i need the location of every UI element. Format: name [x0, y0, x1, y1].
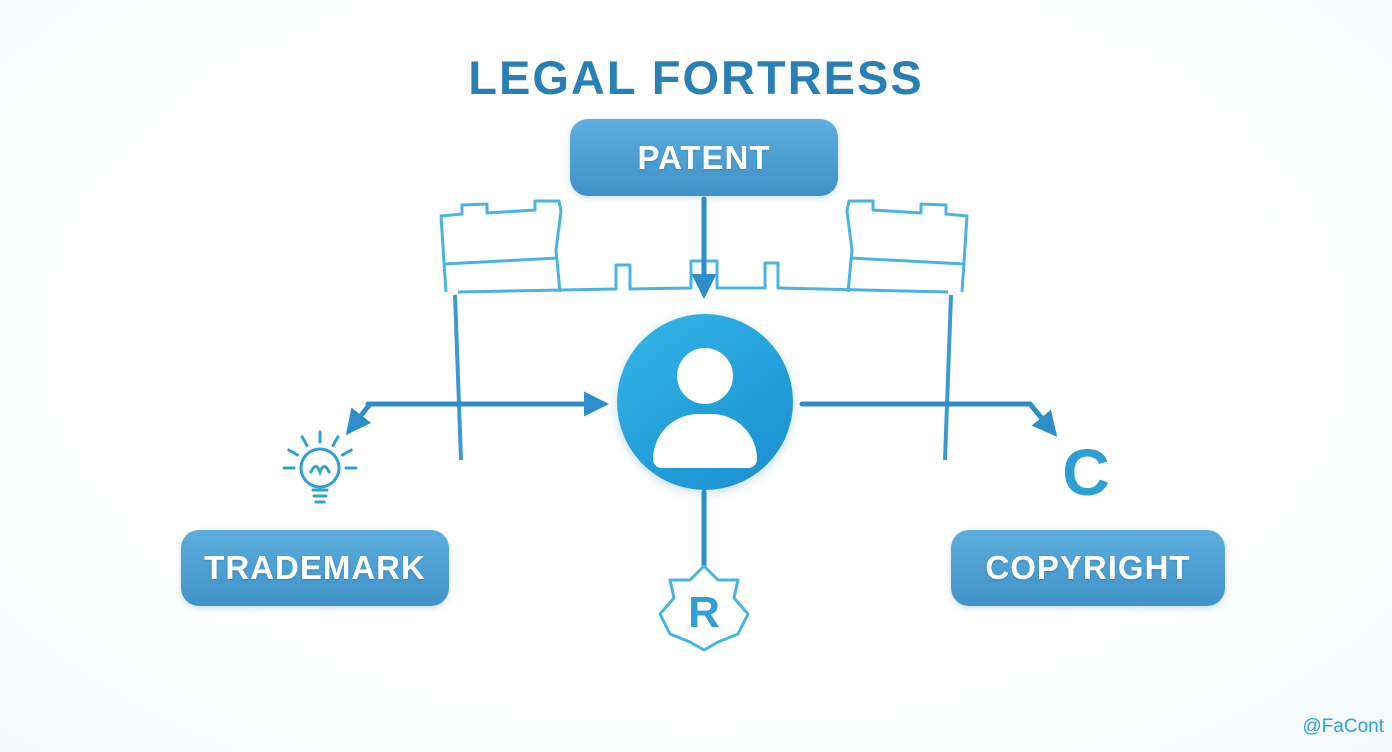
- fortress-wall-icon: [457, 259, 949, 294]
- person-body-icon: [653, 414, 757, 468]
- node-patent: PATENT: [570, 119, 838, 196]
- node-trademark: TRADEMARK: [181, 530, 449, 606]
- watermark: @FaCont: [1302, 716, 1384, 737]
- fortress-left-tower-icon: [439, 199, 563, 293]
- person-circle: [617, 314, 793, 490]
- fortress-right-tower-icon: [845, 199, 969, 293]
- node-patent-label: PATENT: [637, 138, 771, 176]
- registered-symbol: R: [688, 588, 720, 637]
- page-title: LEGAL FORTRESS: [468, 51, 924, 104]
- node-trademark-label: TRADEMARK: [204, 549, 426, 586]
- copyright-symbol: C: [1062, 435, 1110, 509]
- node-copyright-label: COPYRIGHT: [985, 549, 1191, 586]
- person-icon: [677, 348, 733, 404]
- node-copyright: COPYRIGHT: [951, 530, 1225, 606]
- lightbulb-icon: [282, 430, 358, 504]
